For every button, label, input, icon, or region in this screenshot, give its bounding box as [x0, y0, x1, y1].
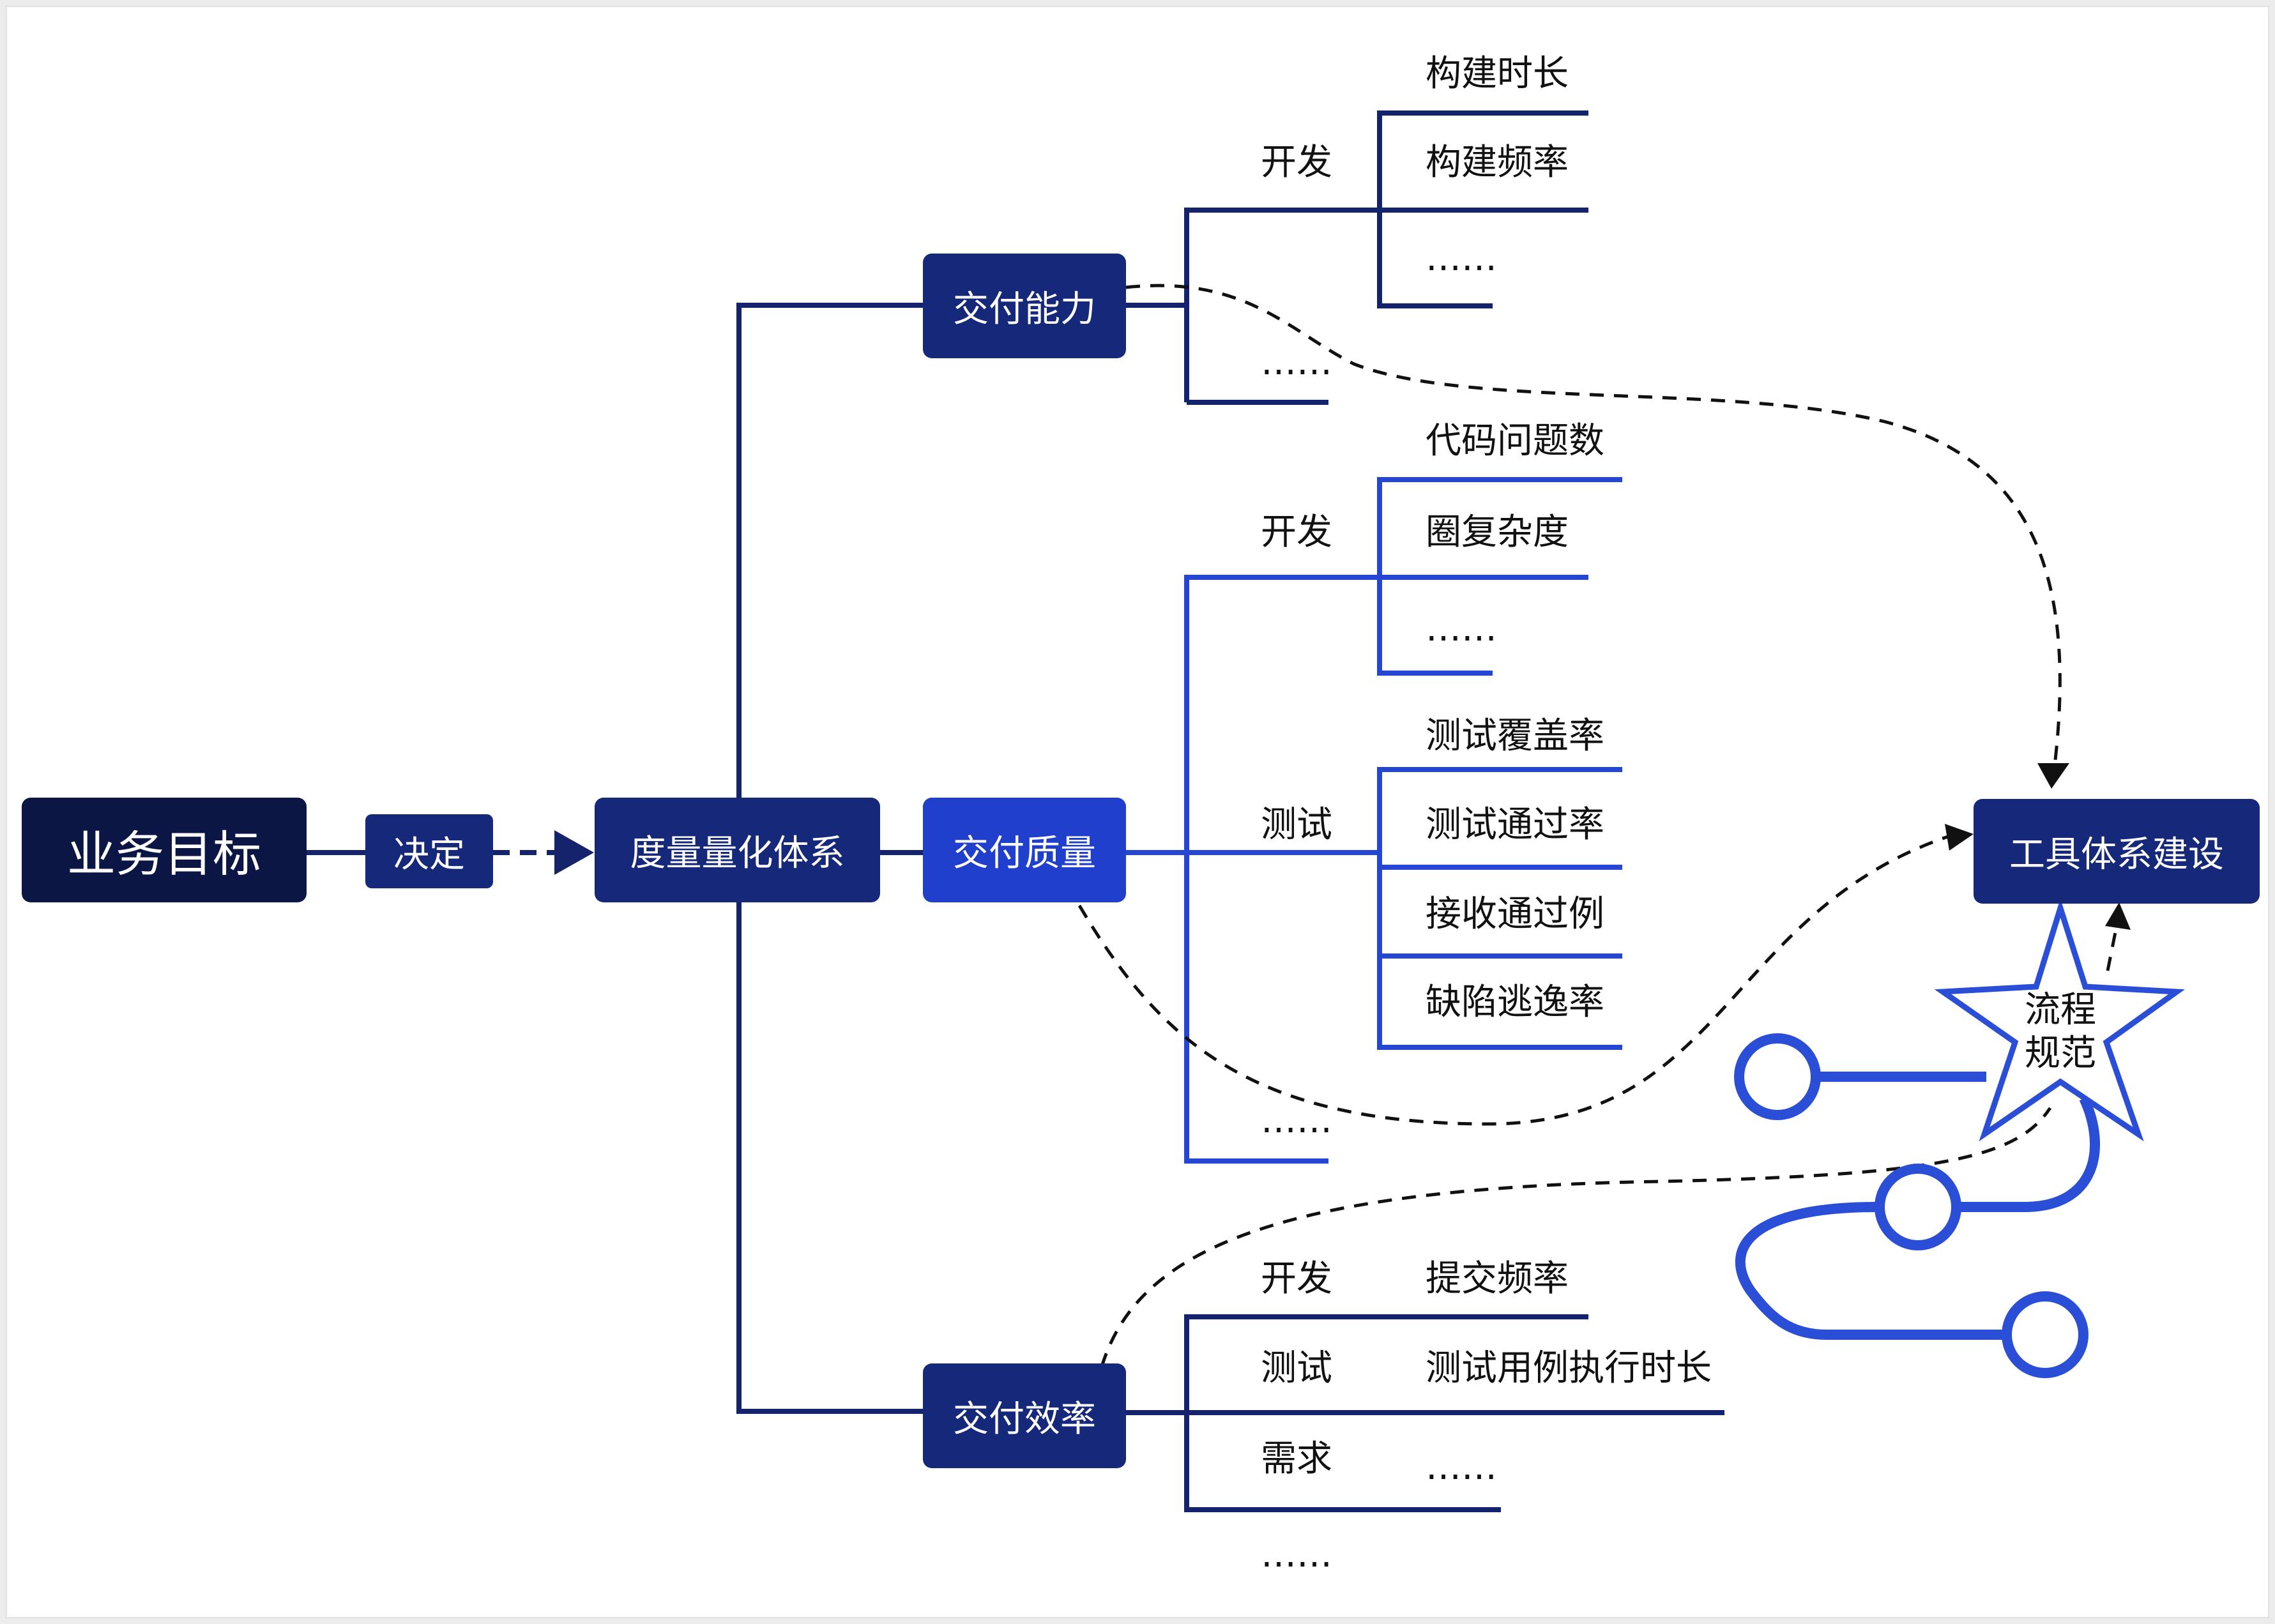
efficiency-vertical [1184, 1314, 1588, 1512]
decide-node: 决定 [365, 814, 493, 888]
delivery-quality-label: 交付质量 [953, 832, 1096, 874]
quality-dev-item: 圈复杂度 [1426, 512, 1569, 553]
diagram-frame [6, 6, 2269, 1618]
quality-to-tool-dashed [1077, 835, 1949, 1126]
quality-more-label: …… [1261, 1100, 1332, 1141]
capability-item: …… [1426, 238, 1497, 279]
star-icon [1934, 898, 2185, 1142]
quality-test-label: 测试 [1261, 804, 1332, 846]
efficiency-row-item: …… [1426, 1446, 1497, 1488]
efficiency-row-item: 测试用例执行时长 [1426, 1347, 1712, 1389]
capability-item: 构建时长 [1426, 53, 1569, 95]
capability-dev-branch [1184, 208, 1378, 402]
business-goal-node: 业务目标 [22, 798, 307, 902]
star-to-tool-dashed [2106, 919, 2120, 971]
delivery-quality-node: 交付质量 [923, 798, 1126, 902]
arrow-head-icon [2105, 902, 2131, 930]
delivery-efficiency-label: 交付效率 [953, 1398, 1096, 1440]
arrow-head-icon [2037, 763, 2069, 789]
delivery-capability-node: 交付能力 [923, 254, 1126, 358]
efficiency-to-star-dashed [1100, 1107, 2052, 1367]
quality-test-item: 接收通过例 [1426, 893, 1604, 935]
process-path-icon [1734, 1033, 2100, 1378]
arrow-head-icon [1945, 824, 1974, 851]
capability-to-tool-dashed [1125, 284, 2062, 761]
quality-dev-label: 开发 [1261, 512, 1332, 553]
tool-system-node: 工具体系建设 [1974, 799, 2260, 904]
efficiency-row-item: 提交频率 [1426, 1258, 1569, 1300]
delivery-capability-label: 交付能力 [953, 288, 1096, 330]
capability-dev-label: 开发 [1261, 142, 1332, 183]
star-label: 流程 规范 [1999, 989, 2122, 1075]
quality-test-item: 缺陷逃逸率 [1426, 982, 1604, 1023]
delivery-efficiency-node: 交付效率 [923, 1363, 1126, 1468]
efficiency-row-label: 开发 [1261, 1258, 1332, 1300]
tool-system-label: 工具体系建设 [2009, 833, 2224, 876]
quality-test-item: 测试通过率 [1426, 804, 1604, 846]
quality-dev-item: …… [1426, 608, 1497, 649]
star-label-line2: 规范 [2025, 1033, 2096, 1074]
capability-more-label: …… [1261, 342, 1332, 383]
efficiency-row-label: 需求 [1261, 1438, 1332, 1480]
business-goal-label: 业务目标 [67, 826, 261, 883]
quality-dev-item: 代码问题数 [1426, 420, 1604, 462]
star-label-line1: 流程 [2025, 989, 2096, 1031]
quality-test-item: 测试覆盖率 [1426, 715, 1604, 757]
efficiency-more-label: …… [1261, 1534, 1332, 1575]
efficiency-row-label: 测试 [1261, 1347, 1332, 1389]
metrics-system-label: 度量量化体系 [630, 832, 845, 874]
decide-label: 决定 [393, 833, 465, 876]
quality-test-bracket [1377, 767, 1622, 1050]
arrow-head-icon [554, 830, 594, 875]
capability-item: 构建频率 [1426, 142, 1569, 183]
metrics-system-node: 度量量化体系 [595, 798, 880, 902]
quality-vertical [1184, 575, 1378, 1164]
